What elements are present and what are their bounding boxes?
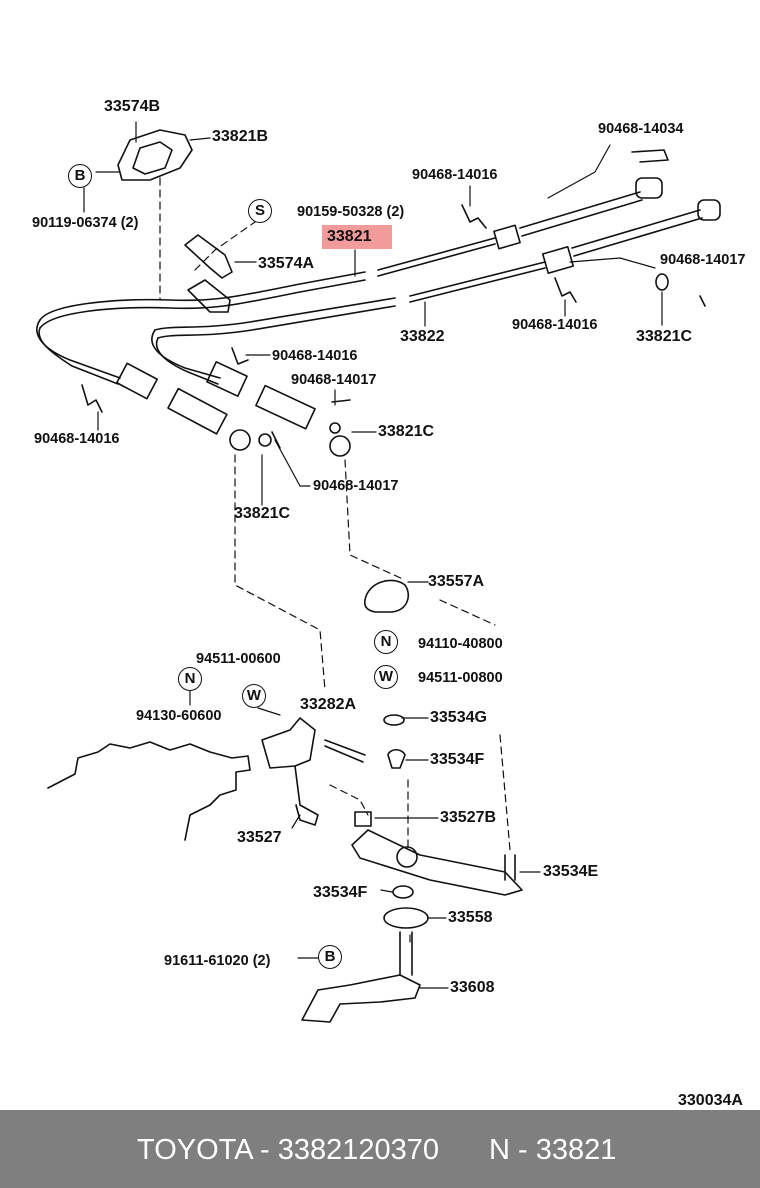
label-33821c-right: 33821C bbox=[636, 328, 693, 345]
label-33821c-mid: 33821C bbox=[378, 423, 435, 440]
marker-n-right: N bbox=[374, 630, 398, 654]
cable-33821 bbox=[36, 177, 663, 385]
label-33558: 33558 bbox=[448, 909, 493, 926]
marker-w-left: W bbox=[242, 684, 266, 708]
parts-diagram bbox=[36, 121, 721, 1023]
lever-33527 bbox=[261, 717, 366, 826]
label-91611-61020: 91611-61020 (2) bbox=[164, 953, 271, 969]
marker-b-top: B bbox=[68, 164, 92, 188]
marker-s: S bbox=[248, 199, 272, 223]
knob-33557a bbox=[363, 579, 409, 613]
label-90468-14017-right: 90468-14017 bbox=[660, 252, 746, 268]
clip-icons bbox=[81, 149, 706, 449]
label-90468-14016-top: 90468-14016 bbox=[412, 167, 498, 183]
footer-part-number: TOYOTA - 3382120370 bbox=[137, 1134, 440, 1166]
label-33821b: 33821B bbox=[212, 128, 269, 145]
label-90468-14017-low: 90468-14017 bbox=[313, 478, 399, 494]
label-90468-14034: 90468-14034 bbox=[598, 121, 684, 137]
marker-b-bottom: B bbox=[318, 945, 342, 969]
cable-33822 bbox=[151, 199, 721, 385]
footer-catalog-code: N - 33821 bbox=[489, 1134, 617, 1166]
cable-ends bbox=[116, 361, 351, 457]
label-90159-50328: 90159-50328 (2) bbox=[297, 204, 405, 220]
label-33282a: 33282A bbox=[300, 696, 357, 713]
label-33534f-low: 33534F bbox=[313, 884, 368, 901]
highlight-33821 bbox=[322, 225, 392, 249]
label-90468-14016-left: 90468-14016 bbox=[34, 431, 120, 447]
label-33574a: 33574A bbox=[258, 255, 315, 272]
label-33527b: 33527B bbox=[440, 809, 497, 826]
label-94511-00800: 94511-00800 bbox=[418, 670, 503, 686]
label-33534g: 33534G bbox=[430, 709, 487, 726]
label-33527: 33527 bbox=[237, 829, 282, 846]
leader-lines bbox=[83, 121, 663, 989]
label-94110-40800: 94110-40800 bbox=[418, 636, 503, 652]
figure-id: 330034A bbox=[678, 1092, 743, 1109]
label-33608: 33608 bbox=[450, 979, 495, 996]
label-33534f-top: 33534F bbox=[430, 751, 485, 768]
transmission-housing bbox=[47, 741, 251, 841]
bracket-33574b bbox=[117, 129, 193, 181]
lever-33534e bbox=[351, 811, 523, 896]
label-33821: 33821 bbox=[327, 228, 372, 245]
label-33822: 33822 bbox=[400, 328, 445, 345]
label-90119-06374: 90119-06374 (2) bbox=[32, 215, 139, 231]
label-90468-14017-mid: 90468-14017 bbox=[291, 372, 377, 388]
label-33574b: 33574B bbox=[104, 98, 161, 115]
label-94130-60600: 94130-60600 bbox=[136, 708, 222, 724]
footer-bar: TOYOTA - 3382120370 N - 33821 bbox=[0, 1110, 760, 1188]
washer-33534g bbox=[383, 714, 429, 976]
label-94511-00600: 94511-00600 bbox=[196, 651, 281, 667]
label-33821c-low: 33821C bbox=[234, 505, 291, 522]
label-33534e: 33534E bbox=[543, 863, 599, 880]
arm-33608 bbox=[301, 974, 421, 1023]
label-90468-14016-right: 90468-14016 bbox=[512, 317, 598, 333]
label-90468-14016-mid: 90468-14016 bbox=[272, 348, 358, 364]
dashed-relation-lines bbox=[159, 177, 511, 946]
marker-n-left: N bbox=[178, 667, 202, 691]
label-33557a: 33557A bbox=[428, 573, 485, 590]
marker-w-right: W bbox=[374, 665, 398, 689]
